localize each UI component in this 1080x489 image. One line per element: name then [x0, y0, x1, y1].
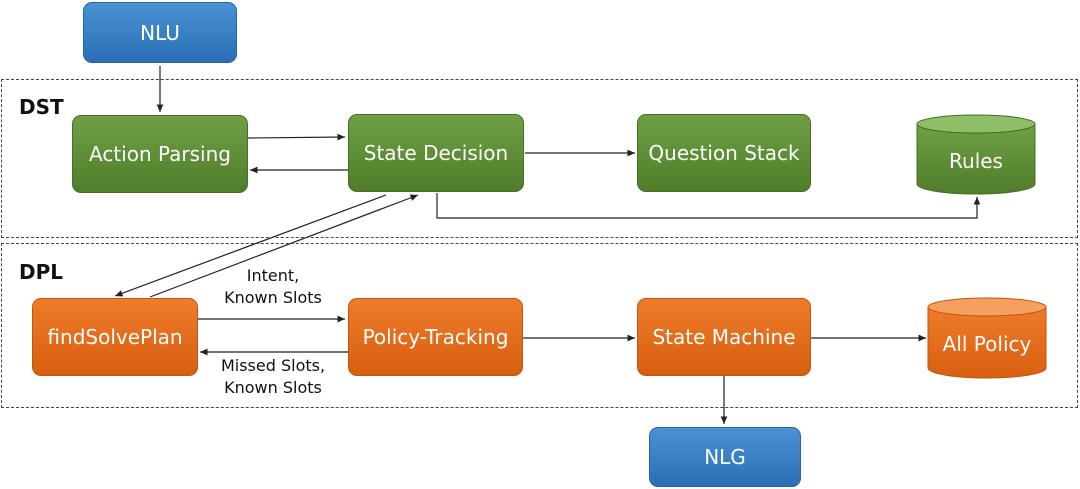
dst-region [1, 79, 1078, 238]
nlg-node: NLG [649, 427, 801, 487]
rules-node: Rules [916, 114, 1036, 195]
find-solve-plan-node: findSolvePlan [32, 298, 198, 376]
dpl-region-label: DPL [19, 260, 64, 284]
rules-cylinder-shape [916, 114, 1036, 195]
nlg-node-label: NLG [704, 445, 746, 469]
nlu-node-label: NLU [140, 20, 180, 45]
state-decision-node: State Decision [348, 114, 524, 192]
arrow-state-decision-to-find-solve-plan [114, 194, 387, 297]
nlu-node: NLU [83, 2, 237, 63]
policy-tracking-node-label: Policy-Tracking [362, 325, 509, 349]
action-parsing-node-label: Action Parsing [89, 142, 231, 166]
arrow-state-decision-to-rules [436, 193, 981, 219]
all-policy-node: All Policy [927, 297, 1047, 379]
forward-edge-label-line1: Intent, [246, 266, 300, 285]
all-policy-node-label: All Policy [942, 332, 1032, 356]
state-machine-node: State Machine [637, 298, 811, 376]
find-solve-plan-node-label: findSolvePlan [47, 325, 183, 349]
forward-edge-label: Intent, Known Slots [205, 265, 341, 309]
back-edge-label-line2: Known Slots [224, 378, 322, 397]
back-edge-label-line1: Missed Slots, [220, 356, 326, 375]
state-decision-node-label: State Decision [363, 141, 509, 165]
back-edge-label: Missed Slots, Known Slots [205, 355, 341, 399]
policy-tracking-node: Policy-Tracking [348, 298, 523, 376]
dst-region-label: DST [19, 95, 64, 119]
action-parsing-node: Action Parsing [72, 115, 248, 193]
question-stack-node: Question Stack [637, 114, 811, 192]
forward-edge-label-line2: Known Slots [224, 288, 322, 307]
dpl-region [1, 243, 1078, 408]
arrow-action-parsing-to-state-decision [247, 133, 346, 141]
question-stack-node-label: Question Stack [648, 141, 800, 165]
rules-node-label: Rules [949, 149, 1003, 173]
state-machine-node-label: State Machine [652, 325, 796, 349]
arrow-find-solve-plan-to-state-decision [149, 194, 419, 298]
all-policy-cylinder-shape [927, 297, 1047, 379]
